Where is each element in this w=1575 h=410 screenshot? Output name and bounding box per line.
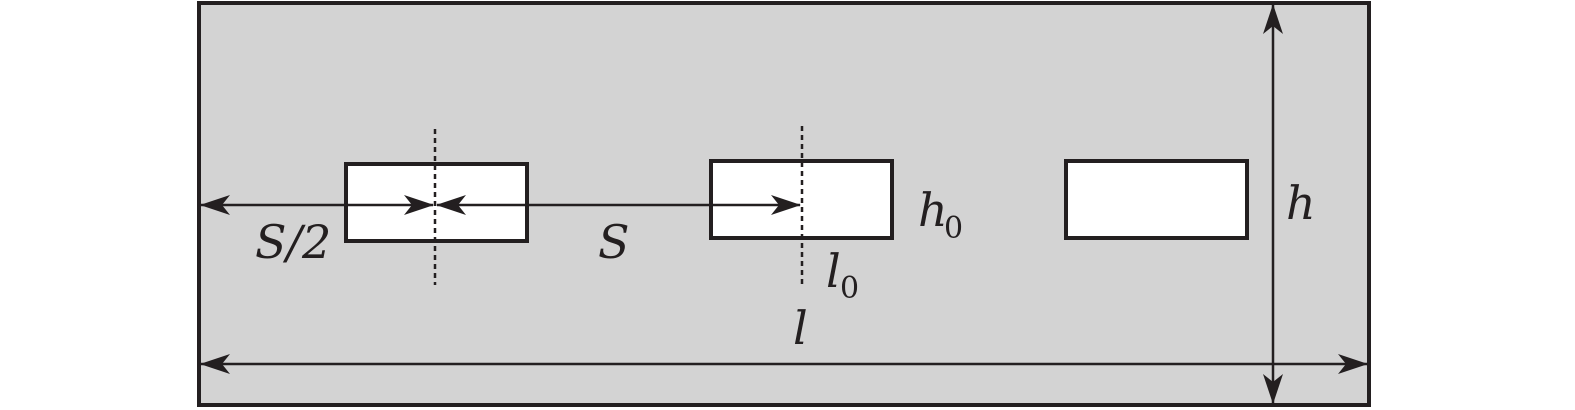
label-total-height: h	[1286, 176, 1316, 230]
label-half-spacing: S/2	[255, 215, 331, 269]
opening-3	[1064, 159, 1249, 240]
label-opening-length-sub: 0	[840, 271, 859, 306]
label-opening-height-sub: 0	[944, 211, 963, 246]
label-opening-height: h	[918, 183, 948, 237]
opening-1	[344, 162, 529, 243]
label-spacing: S	[598, 215, 630, 269]
label-opening-length: l	[826, 244, 841, 298]
label-total-length: l	[793, 301, 808, 355]
